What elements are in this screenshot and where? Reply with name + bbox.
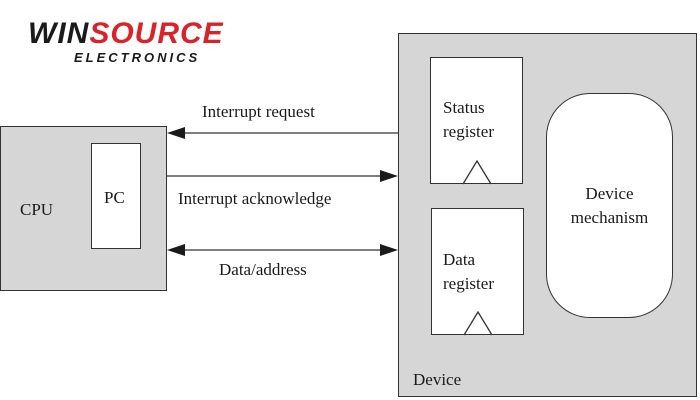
logo-source: SOURCE	[89, 17, 224, 50]
status-register-label-line2: register	[443, 122, 494, 141]
pc-label: PC	[104, 188, 125, 207]
data-register-label-line2: register	[443, 274, 494, 293]
logo-tagline: ELECTRONICS	[74, 50, 201, 65]
data-address-arrowhead-left	[167, 244, 185, 256]
data-address-arrowhead-right	[380, 244, 398, 256]
interrupt-request-label: Interrupt request	[202, 102, 315, 121]
interrupt-acknowledge-label: Interrupt acknowledge	[178, 189, 332, 208]
winsource-logo: WINSOURCE ELECTRONICS	[28, 18, 248, 68]
data-register-clock-triangle	[463, 310, 493, 336]
data-address-label: Data/address	[219, 260, 307, 279]
interrupt-acknowledge-arrowhead	[380, 170, 398, 182]
logo-wordmark: WINSOURCE	[28, 18, 224, 50]
logo-win: WIN	[28, 17, 90, 50]
pc-register	[91, 143, 141, 249]
interrupt-request-arrowhead	[167, 127, 185, 139]
status-register-label-line1: Status	[443, 98, 485, 117]
data-register-label-line1: Data	[443, 250, 476, 269]
device-mechanism-label-line2: mechanism	[570, 208, 649, 227]
device-mechanism-box	[546, 93, 673, 318]
cpu-label: CPU	[20, 200, 54, 219]
status-register-clock-triangle	[462, 159, 492, 185]
device-mechanism-label-line1: Device	[585, 184, 634, 203]
device-label: Device	[413, 370, 462, 389]
